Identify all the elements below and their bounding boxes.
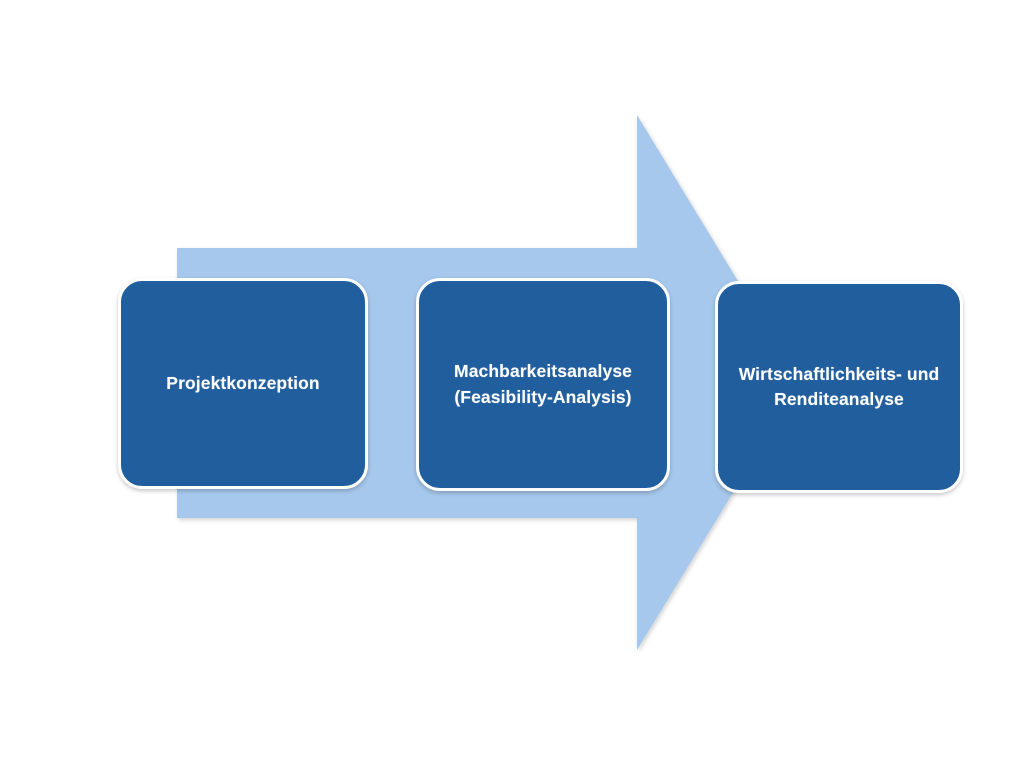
process-step-label-1: Projektkonzeption <box>166 372 320 393</box>
process-step-box-3[interactable]: Wirtschaftlichkeits- und Renditeanalyse <box>715 281 963 493</box>
process-step-box-2[interactable]: Machbarkeitsanalyse (Feasibility-Analysi… <box>416 278 670 491</box>
process-step-label-2: Machbarkeitsanalyse (Feasibility-Analysi… <box>454 361 632 407</box>
process-step-box-1[interactable]: Projektkonzeption <box>118 278 368 489</box>
process-step-label-3: Wirtschaftlichkeits- und Renditeanalyse <box>738 363 940 409</box>
